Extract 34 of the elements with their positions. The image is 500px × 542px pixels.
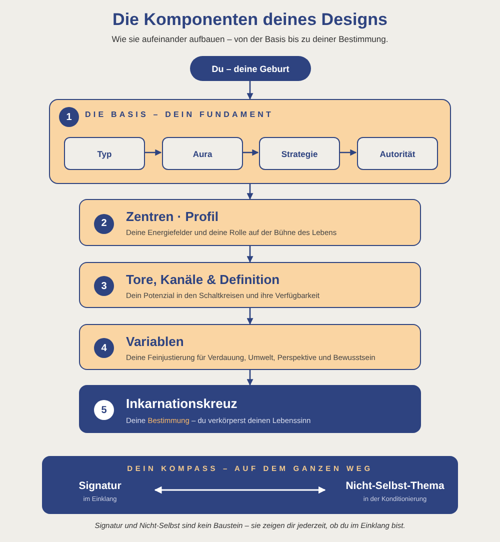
- step-card: [79, 324, 421, 370]
- arrow: [144, 149, 162, 156]
- arrow: [246, 246, 254, 263]
- start-pill: Du – deine Geburt: [190, 56, 311, 81]
- process-box: Strategie: [259, 137, 340, 170]
- diagram-title: Die Komponenten deines Designs: [112, 10, 388, 30]
- pole-heading: Signatur: [78, 480, 122, 492]
- section-heading: DIE BASIS – DEIN FUNDAMENT: [85, 110, 274, 119]
- process-box: Autorität: [357, 137, 438, 170]
- arrow: [246, 308, 254, 325]
- card-heading: Zentren · Profil: [126, 209, 218, 224]
- section-panel: [49, 99, 451, 184]
- step-number: 5: [94, 400, 114, 420]
- highlight-card: [79, 385, 421, 433]
- step-number: 4: [94, 338, 114, 358]
- subtitle: Wie sie aufeinander aufbauen – von der Basis bis zu deiner Bestimmung.: [110, 34, 390, 44]
- step-number: 3: [94, 276, 114, 296]
- step-card: [79, 262, 421, 308]
- pole-heading: Nicht-Selbst-Thema: [344, 480, 446, 492]
- card-heading: Inkarnationskreuz: [126, 396, 238, 411]
- step-number: 2: [94, 214, 114, 234]
- compass-panel: [42, 456, 458, 514]
- step-number: 1: [59, 107, 79, 127]
- arrow: [246, 184, 254, 200]
- process-box: Typ: [64, 137, 145, 170]
- arrow: [246, 81, 254, 100]
- card-heading: Tore, Kanäle & Definition: [126, 272, 280, 287]
- arrow: [246, 370, 254, 386]
- step-card: [79, 199, 421, 246]
- arrow: [339, 149, 357, 156]
- card-heading: Variablen: [126, 334, 184, 349]
- process-box: Aura: [162, 137, 243, 170]
- arrow: [242, 149, 259, 156]
- double-arrow: [154, 486, 326, 494]
